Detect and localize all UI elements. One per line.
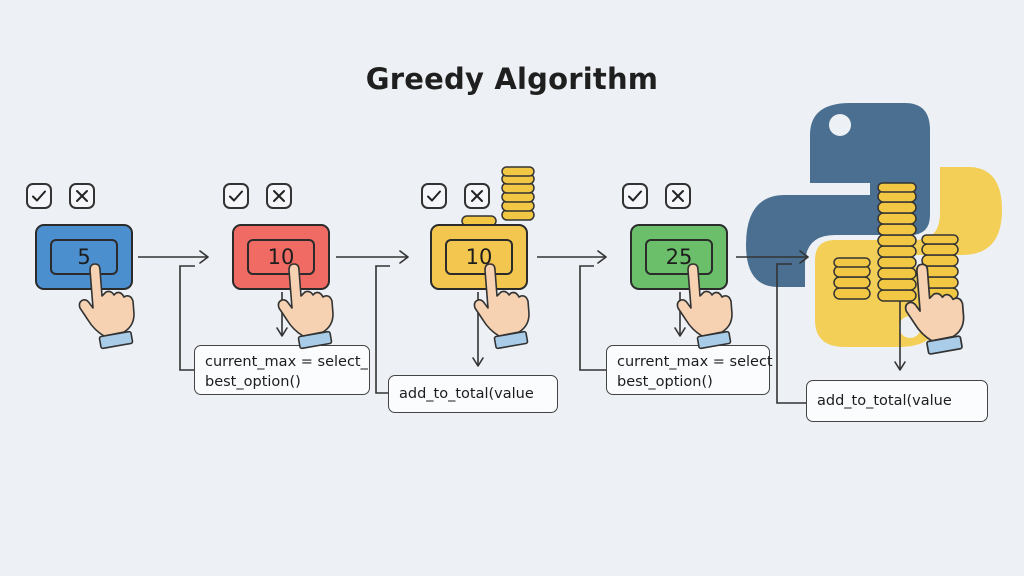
code-line: current_max = select_ <box>205 354 368 370</box>
coin-stack-icon <box>461 166 535 227</box>
connector-return <box>776 263 806 404</box>
pointing-hand-icon <box>277 263 334 350</box>
python-logo-blue-half <box>746 103 930 287</box>
code-line: best_option() <box>617 374 713 390</box>
check-icon <box>229 190 243 202</box>
x-icon <box>273 190 285 202</box>
check-button[interactable] <box>223 183 249 209</box>
reject-button[interactable] <box>665 183 691 209</box>
pointing-hand-icon <box>473 263 530 350</box>
code-box: current_max = select best_option() <box>606 345 773 395</box>
code-line: add_to_total(value <box>399 386 534 402</box>
step-node-inner <box>645 239 713 275</box>
code-line: best_option() <box>205 374 301 390</box>
step-node[interactable]: 25 <box>630 224 728 290</box>
reject-button[interactable] <box>69 183 95 209</box>
x-icon <box>76 190 88 202</box>
check-button[interactable] <box>26 183 52 209</box>
connector-return <box>579 265 606 371</box>
step-node-inner <box>247 239 315 275</box>
check-button[interactable] <box>421 183 447 209</box>
step-node[interactable]: 10 <box>430 224 528 290</box>
step-value: 25 <box>665 245 693 269</box>
python-logo-eye <box>829 114 851 136</box>
code-line: current_max = select <box>617 354 773 370</box>
code-line: add_to_total(value <box>817 393 952 409</box>
step-node[interactable]: 10 <box>232 224 330 290</box>
check-icon <box>427 190 441 202</box>
x-icon <box>471 190 483 202</box>
python-logo-yellow-half <box>815 167 1002 347</box>
code-box: add_to_total(value <box>806 380 988 422</box>
check-icon <box>32 190 46 202</box>
pointing-hand-icon <box>78 263 135 350</box>
coin-stack-icon <box>833 182 959 302</box>
check-button[interactable] <box>622 183 648 209</box>
step-value: 5 <box>77 245 91 269</box>
pointing-hand-icon <box>904 263 965 355</box>
x-icon <box>672 190 684 202</box>
code-box: current_max = select_ best_option() <box>194 345 370 395</box>
check-icon <box>628 190 642 202</box>
step-node[interactable]: 5 <box>35 224 133 290</box>
step-node-inner <box>445 239 513 275</box>
pointing-hand-icon <box>676 263 733 350</box>
page-title: Greedy Algorithm <box>365 62 659 96</box>
step-node-inner <box>50 239 118 275</box>
reject-button[interactable] <box>464 183 490 209</box>
reject-button[interactable] <box>266 183 292 209</box>
connector-return <box>179 265 195 371</box>
connector-return <box>375 265 390 394</box>
code-box: add_to_total(value <box>388 375 558 413</box>
